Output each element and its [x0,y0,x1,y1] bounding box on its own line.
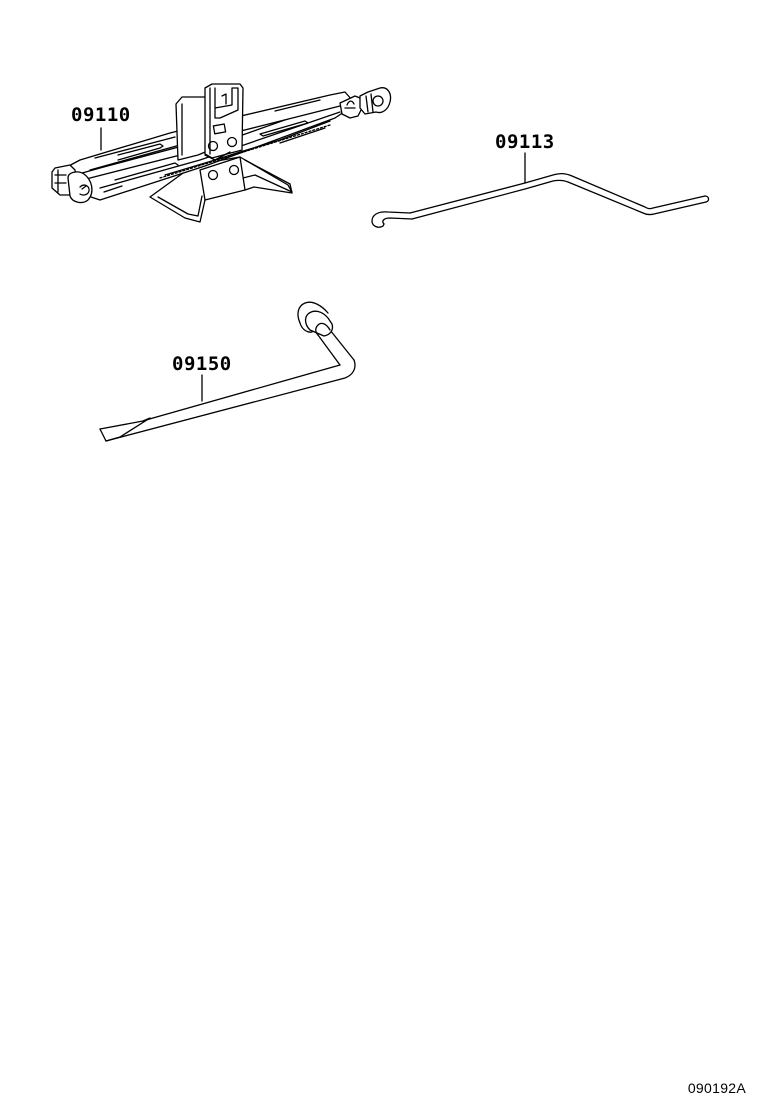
part-number-label-09150[interactable]: 09150 [172,353,232,375]
figure-code: 090192A [687,1080,746,1096]
scissor-jack-illustration[interactable] [51,83,392,223]
lug-wrench-illustration[interactable] [99,301,356,442]
part-number-label-09110[interactable]: 09110 [71,104,131,126]
jack-handle-rod-illustration[interactable] [371,172,710,228]
part-number-label-09113[interactable]: 09113 [495,131,555,153]
